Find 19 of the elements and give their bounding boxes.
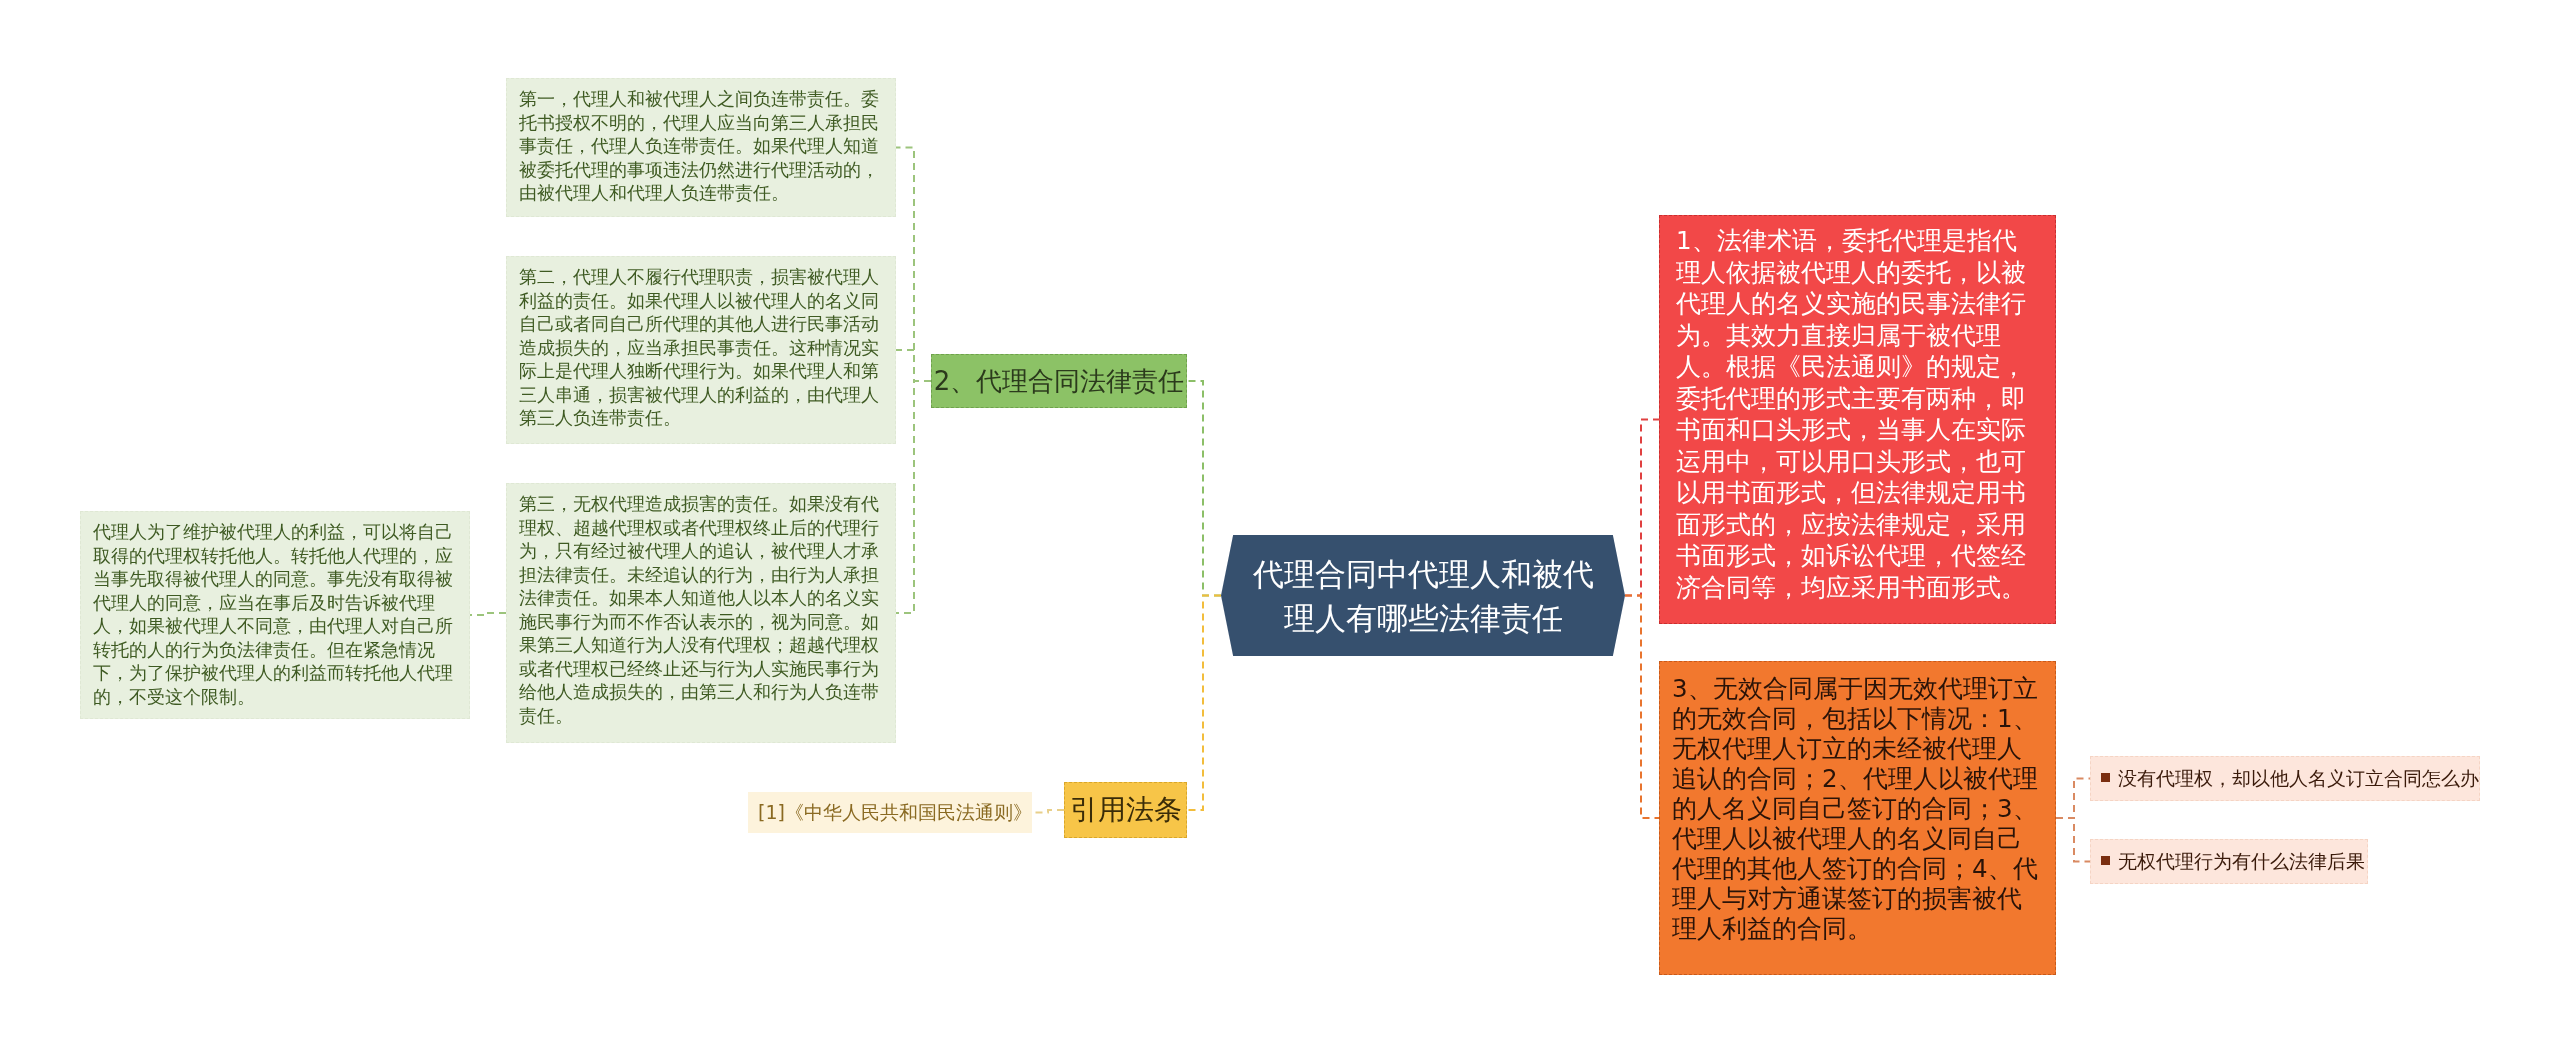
related-link-box [2090, 839, 2368, 884]
connector-line [895, 380, 932, 614]
branch-topic: 引用法条 [1064, 782, 1187, 838]
link-text: 没有代理权，却以他人名义订立合同怎么办 [2118, 767, 2479, 789]
connector-line [1624, 594, 1660, 819]
connector-line [469, 612, 507, 616]
branch-topic: 2、代理合同法律责任 [931, 354, 1187, 408]
topic-box: 3、无效合同属于因无效代理订立的无效合同，包括以下情况：1、无权代理人订立的未经被代理人追认的合同；2、代理人以被代理的人名义同自己签订的合同；3、代理人以被代理人的名义同自己代理的其他人签订的合同；4、代理人与对方通谋签订的损害被代理人利益的合同。 [1659, 661, 2056, 975]
note-box: 第一，代理人和被代理人之间负连带责任。委托书授权不明的，代理人应当向第三人承担民事责任，代理人负连带责任。如果代理人知道被委托代理的事项违法仍然进行代理活动的，由被代理人和代理人负连带责任。 [506, 78, 896, 217]
citation-box: [1]《中华人民共和国民法通则》 [748, 792, 1032, 833]
central-topic: 代理合同中代理人和被代理人有哪些法律责任 [1221, 535, 1625, 656]
link-text: 无权代理行为有什么法律后果 [2118, 850, 2365, 872]
connector-line [1186, 594, 1222, 811]
connector-line [2055, 817, 2091, 863]
related-link-box [2090, 756, 2480, 801]
note-box: 第三，无权代理造成损害的责任。如果没有代理权、超越代理权或者代理权终止后的代理行为，只有经过被代理人的追认，被代理人才承担法律责任。未经追认的行为，由行为人承担法律责任。如果本人知道他人以本人的名义实施民事行为而不作否认表示的，视为同意。如果第三人知道行为人没有代理权；超越代理权或者代理权已经终止还与行为人实施民事行为给他人造成损失的，由第三人和行为人负连带责任。 [506, 483, 896, 743]
topic-box: 1、法律术语，委托代理是指代理人依据被代理人的委托，以被代理人的名义实施的民事法律行为。其效力直接归属于被代理人。根据《民法通则》的规定，委托代理的形式主要有两种，即书面和口头形式，当事人在实际运用中，可以用口头形式，也可以用书面形式，但法律规定用书面形式的，应按法律规定，采用书面形式，如诉讼代理，代签经济合同等，均应采用书面形式。 [1659, 215, 2056, 624]
note-box: 代理人为了维护被代理人的利益，可以将自己取得的代理权转托他人。转托他人代理的，应当事先取得被代理人的同意。事先没有取得被代理人的同意，应当在事后及时告诉被代理人，如果被代理人不同意，由代理人对自己所转托的人的行为负法律责任。但在紧急情况下，为了保护被代理人的利益而转托他人代理的，不受这个限制。 [80, 511, 470, 719]
note-box: 第二，代理人不履行代理职责，损害被代理人利益的责任。如果代理人以被代理人的名义同自己或者同自己所代理的其他人进行民事活动造成损失的，应当承担民事责任。这种情况实际上是代理人独断代理行为。如果代理人和第三人串通，损害被代理人的利益的，由代理人第三人负连带责任。 [506, 256, 896, 444]
